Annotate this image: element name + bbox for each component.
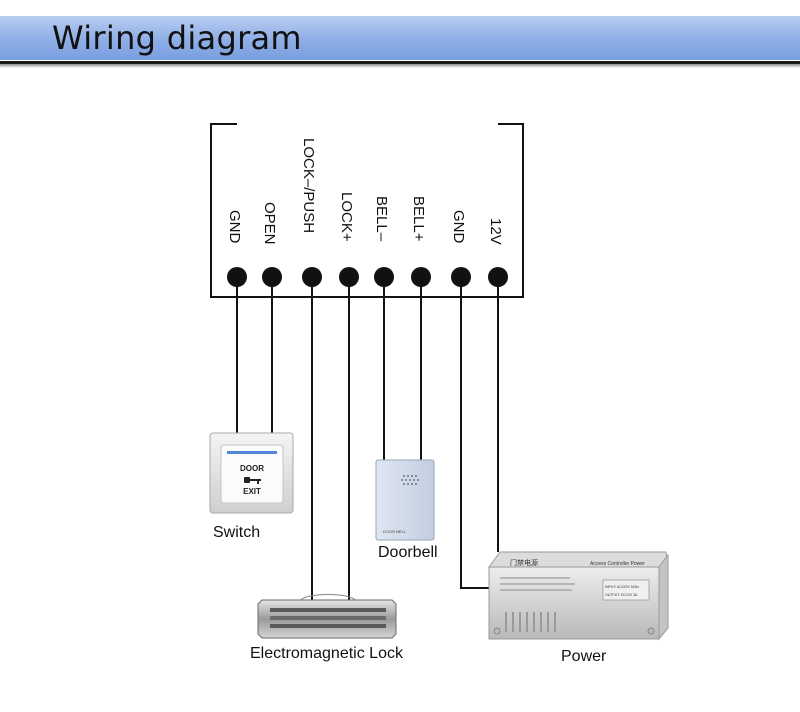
terminal-label-bell-plus: BELL+ xyxy=(410,196,427,242)
screw-icon xyxy=(647,627,655,635)
terminal-dot-lock-minus xyxy=(302,267,322,287)
switch-label: Switch xyxy=(213,524,261,541)
terminal-label-gnd: GND xyxy=(226,210,243,244)
switch-door-text: DOOR xyxy=(240,464,264,473)
terminal-dots xyxy=(227,267,508,287)
terminal-dot-gnd-2 xyxy=(451,267,471,287)
header-shadow xyxy=(0,64,800,68)
terminal-label-gnd-2: GND xyxy=(450,210,467,244)
power-supply: 门禁电源 Access Controller Power INPUT: AC22… xyxy=(488,551,669,641)
terminal-dot-bell-minus xyxy=(374,267,394,287)
exit-switch: DOOR EXIT xyxy=(209,432,294,514)
terminal-label-12v: 12V xyxy=(487,218,504,245)
electromagnetic-lock xyxy=(257,594,397,639)
doorbell-device: DOOR BELL xyxy=(375,459,435,541)
power-spec-input: INPUT: AC220V 50Hz xyxy=(605,585,639,589)
key-icon xyxy=(244,477,261,484)
page-title: Wiring diagram xyxy=(52,19,302,57)
power-spec-output: OUTPUT: DC12V 3A xyxy=(605,593,638,597)
power-label: Power xyxy=(561,648,607,665)
terminal-label-lock-plus: LOCK+ xyxy=(338,192,355,242)
doorbell-brand: DOOR BELL xyxy=(383,529,407,534)
wire-gnd-power xyxy=(460,277,520,589)
power-panel-title: Access Controller Power xyxy=(590,561,645,567)
power-chinese-title: 门禁电源 xyxy=(510,558,538,567)
terminal-label-bell-minus: BELL– xyxy=(373,196,390,242)
screw-icon xyxy=(493,627,501,635)
power-fine-print xyxy=(500,577,575,591)
speaker-grille-icon xyxy=(401,475,419,485)
terminal-label-lock-push: LOCK–/PUSH xyxy=(300,138,317,233)
terminal-dot-open xyxy=(262,267,282,287)
vent-slots-icon xyxy=(505,612,556,632)
header-bar xyxy=(0,16,800,60)
terminal-dot-bell-plus xyxy=(411,267,431,287)
controller-outline xyxy=(210,123,524,298)
terminal-dot-lock-plus xyxy=(339,267,359,287)
switch-exit-text: EXIT xyxy=(243,487,261,496)
terminal-dot-12v xyxy=(488,267,508,287)
terminal-label-open: OPEN xyxy=(261,202,278,245)
lock-label: Electromagnetic Lock xyxy=(250,645,403,662)
terminal-dot-gnd xyxy=(227,267,247,287)
header-divider xyxy=(0,61,800,64)
doorbell-label: Doorbell xyxy=(378,544,438,561)
